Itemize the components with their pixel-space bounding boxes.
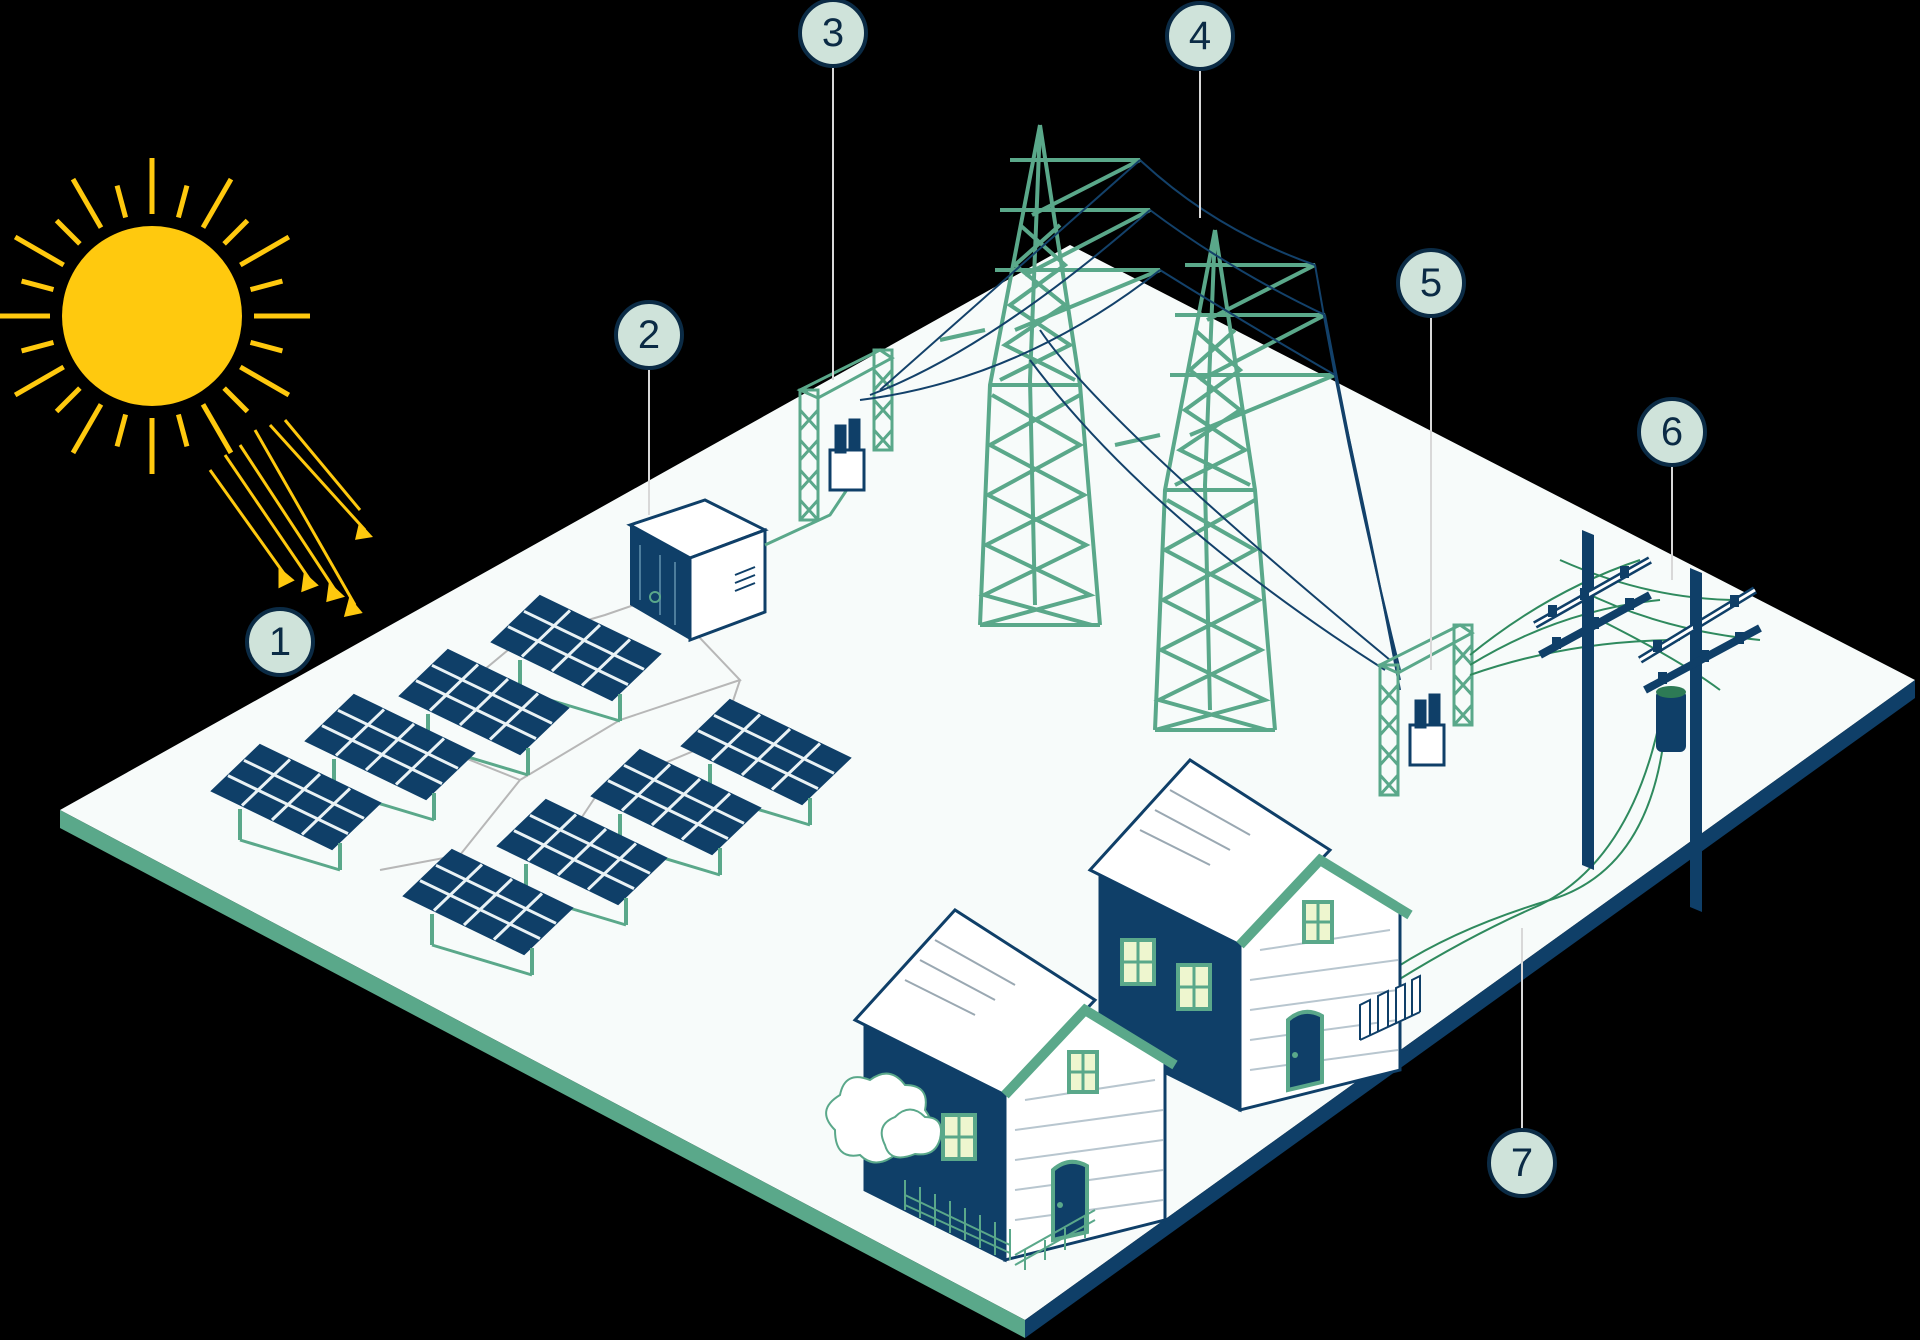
sun-ray	[175, 184, 190, 219]
sun-icon	[0, 158, 373, 617]
callout-3: 3	[798, 0, 868, 68]
callout-7-label: 7	[1511, 1141, 1533, 1185]
sunbeams-icon	[208, 419, 373, 617]
sun-ray	[175, 413, 190, 448]
callout-4: 4	[1165, 1, 1235, 71]
house-icon	[825, 910, 1175, 1270]
sun-ray	[20, 339, 55, 354]
callout-6: 6	[1637, 397, 1707, 467]
sun-ray	[13, 364, 65, 398]
sun-ray	[249, 339, 284, 354]
sun-ray	[13, 234, 65, 268]
sun-ray	[20, 278, 55, 293]
transformer-icon	[1656, 690, 1686, 752]
sun-ray	[222, 386, 250, 414]
sun-ray	[114, 413, 129, 448]
callout-5-label: 5	[1420, 261, 1442, 305]
sun-ray	[200, 177, 234, 229]
sun-ray	[114, 184, 129, 219]
sun-ray	[222, 218, 250, 246]
sun-ray	[249, 278, 284, 293]
transmission-wires	[859, 159, 1401, 691]
callout-2-label: 2	[638, 313, 660, 357]
sun-ray	[54, 218, 82, 246]
bush-icon	[825, 1072, 942, 1164]
sun-ray	[70, 177, 104, 229]
sun-ray	[200, 403, 234, 455]
sun-ray	[239, 364, 291, 398]
sun-ray	[54, 386, 82, 414]
callout-leaders	[648, 63, 1673, 1130]
callout-2: 2	[614, 300, 684, 370]
callout-1-label: 1	[269, 620, 291, 664]
sun-ray	[70, 403, 104, 455]
callout-7: 7	[1487, 1128, 1557, 1198]
callout-1: 1	[245, 607, 315, 677]
callout-4-label: 4	[1189, 14, 1211, 58]
utility-pole-icon	[1533, 530, 1652, 870]
fence-icon	[904, 1180, 1096, 1270]
callout-5: 5	[1396, 248, 1466, 318]
utility-pole-icon	[1637, 568, 1762, 912]
house-icon	[1090, 760, 1421, 1110]
callout-6-label: 6	[1661, 410, 1683, 454]
sun-ray	[239, 234, 291, 268]
callout-3-label: 3	[822, 11, 844, 55]
